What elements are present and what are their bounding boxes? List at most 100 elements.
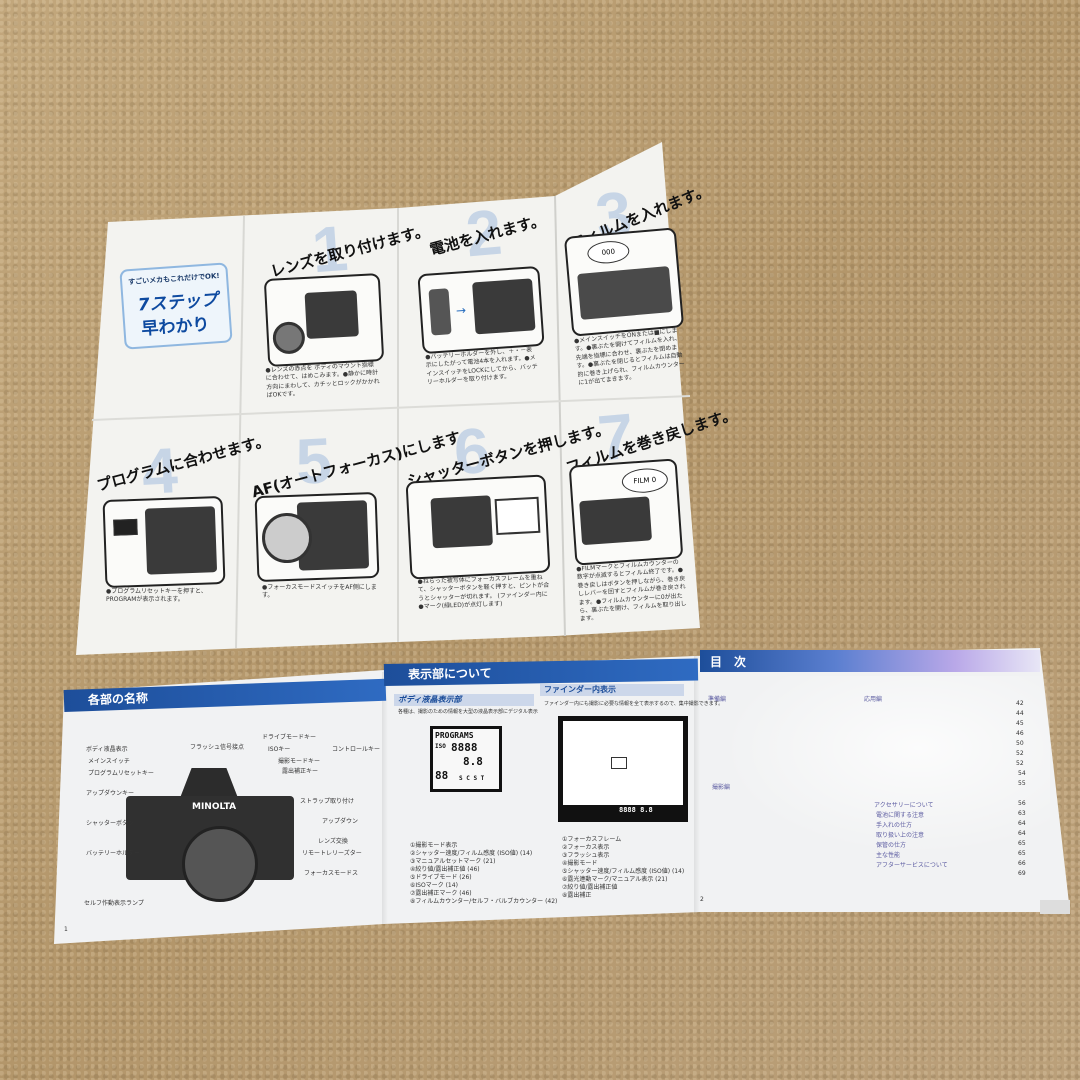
toc-section-advanced: 応用編 xyxy=(864,696,883,703)
camera-prism-icon xyxy=(180,768,238,798)
toc-page: 52 xyxy=(1016,750,1024,757)
lens-icon xyxy=(272,321,306,355)
step7-illustration: FILM 0 xyxy=(568,458,684,566)
label-battery-holder: バッテリーホルダー xyxy=(86,850,141,857)
step4-caption: ●プログラムリセットキーを押すと、PROGRAMが表示されます。 xyxy=(106,588,207,604)
vf-list-item: ⑦絞り値/露出補正値 xyxy=(562,884,618,891)
body-lcd-intro: 各種は、撮影のための情報を大型の液晶表示部にデジタル表示 xyxy=(398,709,538,715)
toc-entry: 保管の仕方 xyxy=(876,842,907,849)
toc-page: 65 xyxy=(1018,840,1026,847)
viewfinder-readout-bar xyxy=(563,805,683,817)
toc-entry: 電池に関する注意 xyxy=(876,812,925,819)
label-drive-mode-key: ドライブモードキー xyxy=(262,734,317,741)
lcd-list-item: ④絞り値/露出補正値 (46) xyxy=(410,866,480,873)
label-exposure-comp-key: 露出補正キー xyxy=(282,768,319,775)
label-body-lcd: ボディ液晶表示 xyxy=(86,746,128,753)
vf-list-item: ⑧露出補正 xyxy=(562,892,592,899)
toc-page: 42 xyxy=(1016,700,1024,707)
lcd-list-item: ②シャッター速度/フィルム感度 (ISO値) (14) xyxy=(410,850,533,857)
vf-list-item: ⑥露光連動マーク/マニュアル表示 (21) xyxy=(562,876,668,883)
film-compartment-icon xyxy=(577,266,673,320)
label-iso-key: ISOキー xyxy=(268,746,291,753)
lcd-list-item: ⑧フィルムカウンター/セルフ・バルブカウンター (42) xyxy=(410,898,558,905)
viewfinder-intro: ファインダー内にも撮影に必要な情報を全て表示するので、集中撮影できます。 xyxy=(544,701,724,707)
step4-illustration xyxy=(102,495,226,589)
toc-header: 目 次 xyxy=(700,650,1040,672)
label-self-timer-lamp: セルフ作動表示ランプ xyxy=(84,900,144,907)
toc-page: 65 xyxy=(1018,850,1026,857)
step5-illustration xyxy=(254,491,380,583)
lcd-list-item: ⑤ドライブモード (26) xyxy=(410,874,472,881)
arrow-right-icon: → xyxy=(455,303,467,318)
viewfinder-readout: 8888 8.8 xyxy=(619,806,653,814)
label-shutter-button: シャッターボタン xyxy=(86,820,135,827)
camera-body-icon xyxy=(430,495,493,549)
lcd-ev: 8.8 xyxy=(463,755,483,768)
toc-page: 69 xyxy=(1018,870,1026,877)
label-up-down-key: アップダウンキー xyxy=(86,790,135,797)
toc-entry: アクセサリーについて xyxy=(874,802,934,809)
viewfinder-diagram: 8888 8.8 xyxy=(558,716,688,822)
step2-illustration: → xyxy=(417,265,545,355)
toc-page: 56 xyxy=(1018,800,1026,807)
label-up-down: アップダウン xyxy=(322,818,359,825)
toc-page: 54 xyxy=(1018,770,1026,777)
label-program-reset: プログラムリセットキー xyxy=(88,770,154,777)
camera-body-icon xyxy=(472,278,536,335)
step6-illustration xyxy=(405,474,551,580)
camera-back-icon xyxy=(579,496,653,546)
toc-page: 44 xyxy=(1016,710,1024,717)
toc-page: 64 xyxy=(1018,830,1026,837)
toc-page: 64 xyxy=(1018,820,1026,827)
label-flash-contact: フラッシュ信号接点 xyxy=(190,744,245,751)
toc-entry: アフターサービスについて xyxy=(876,862,948,869)
booklet-fold-1 xyxy=(382,672,388,924)
booklet-fold-2 xyxy=(694,656,700,914)
label-lens-release: レンズ交換 xyxy=(318,838,348,845)
step7-caption: ●FILMマークとフィルムカウンターの数字が点滅するとフィルム終了です。●巻き戻… xyxy=(576,558,687,624)
vf-list-item: ③フラッシュ表示 xyxy=(562,852,610,859)
film-counter-icon: 000 xyxy=(586,239,631,266)
booklet-edge xyxy=(1040,900,1070,914)
toc-title: 目 次 xyxy=(710,655,747,669)
toc-page: 52 xyxy=(1016,760,1024,767)
toc-section-shoot: 撮影編 xyxy=(712,784,731,791)
step1-caption: ●レンズの赤点を ボディのマウント指標に合わせて、はめこみます。●静かに時計方向… xyxy=(265,361,380,400)
label-focus-mode: フォーカスモードス xyxy=(304,870,359,877)
toc-entry: 取り扱い上の注意 xyxy=(876,832,925,839)
page-number-left: 1 xyxy=(64,926,68,933)
toc-page: 50 xyxy=(1016,740,1024,747)
toc-glare xyxy=(720,676,1050,856)
lcd-bottom: 88 xyxy=(435,769,449,782)
step5-caption: ●フォーカスモードスイッチをAF側にします。 xyxy=(262,584,377,600)
battery-holder-icon xyxy=(428,288,452,336)
lcd-list-item: ③マニュアルセットマーク (21) xyxy=(410,858,496,865)
lcd-list-item: ①撮影モード表示 xyxy=(410,842,458,849)
toc-section-prep: 準備編 xyxy=(708,696,727,703)
toc-page: 46 xyxy=(1016,730,1024,737)
toc-page: 45 xyxy=(1016,720,1024,727)
viewfinder-frame-icon xyxy=(494,496,541,536)
parts-camera-illustration: MINOLTA xyxy=(126,768,294,908)
camera-body-icon xyxy=(304,290,359,339)
toc-entry: 手入れの仕方 xyxy=(876,822,913,829)
badge-line3: 早わかり xyxy=(140,314,211,340)
lcd-digits: 8888 xyxy=(451,741,478,754)
label-remote-release: リモートレリーズター xyxy=(302,850,362,857)
lcd-program-word: PROGRAMS xyxy=(435,731,474,740)
toc-page: 55 xyxy=(1018,780,1026,787)
quick-guide-badge: すごいメカもこれだけでOK! 7ステップ 早わかり xyxy=(119,262,233,350)
lcd-list-item: ⑦露出補正マーク (46) xyxy=(410,890,472,897)
film-counter-icon: FILM 0 xyxy=(621,467,669,495)
lcd-sc: S C S T xyxy=(459,775,485,782)
toc-entry: 主な性能 xyxy=(876,852,901,859)
label-main-switch: メインスイッチ xyxy=(88,758,130,765)
lens-icon xyxy=(182,826,258,902)
body-lcd-subheader: ボディ液晶表示部 xyxy=(394,694,534,706)
vf-list-item: ⑤シャッター速度/フィルム感度 (ISO値) (14) xyxy=(562,868,685,875)
camera-body-icon xyxy=(144,506,218,575)
lcd-iso: ISO xyxy=(435,743,446,750)
focus-frame-icon xyxy=(611,757,627,769)
